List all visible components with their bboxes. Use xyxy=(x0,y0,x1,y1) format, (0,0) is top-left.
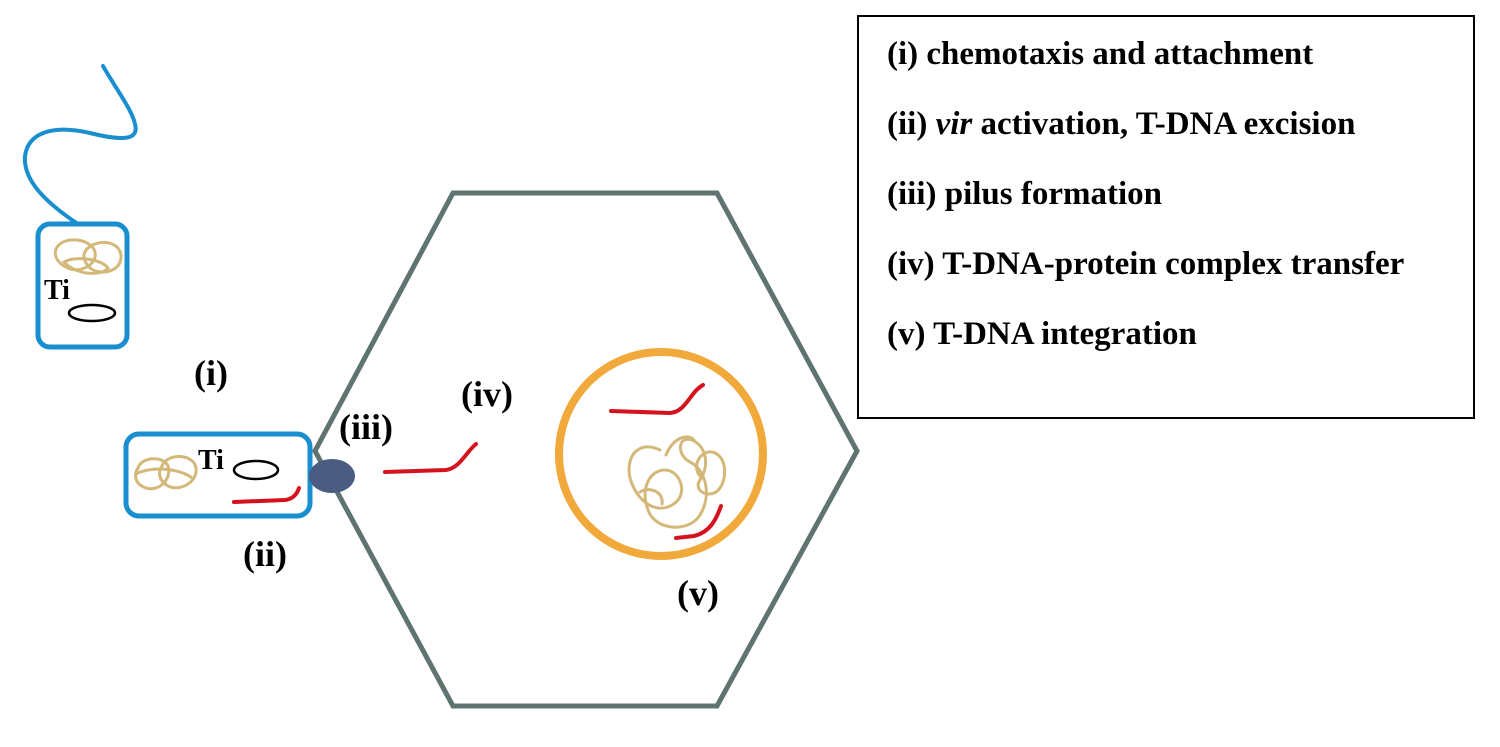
plant-chromosome xyxy=(627,435,727,529)
integrated-t-dna xyxy=(674,504,723,540)
step-label-i: (i) xyxy=(194,353,228,393)
nucleus xyxy=(555,348,767,560)
step-label-ii: (ii) xyxy=(243,534,287,574)
ti-plasmid xyxy=(232,459,280,481)
ti-plasmid xyxy=(67,303,117,323)
ti-plasmid-label: Ti xyxy=(44,275,70,306)
legend-item-i: (i) chemotaxis and attachment xyxy=(887,36,1314,72)
legend-item-v: (v) T-DNA integration xyxy=(887,316,1197,352)
flagellum xyxy=(22,64,138,226)
t-dna-strand xyxy=(232,486,301,504)
t-dna-strand xyxy=(609,383,705,416)
legend-list: (i) chemotaxis and attachment (ii) vir a… xyxy=(859,17,1473,352)
bacterial-chromosome xyxy=(53,238,123,275)
bacterium-cell-wall xyxy=(35,221,130,350)
legend-item-ii: (ii) vir activation, T-DNA excision xyxy=(887,106,1356,142)
attached-bacterium: Ti xyxy=(123,431,313,519)
bacterial-chromosome xyxy=(134,455,198,491)
plant-cell xyxy=(312,190,860,709)
free-bacterium: Ti xyxy=(35,221,130,350)
legend-item-iv: (iv) T-DNA-protein complex transfer xyxy=(887,246,1405,282)
pilus xyxy=(309,459,355,493)
legend-item-iii: (iii) pilus formation xyxy=(887,176,1163,212)
step-label-iii: (iii) xyxy=(339,407,393,447)
ti-plasmid-label: Ti xyxy=(198,445,224,476)
step-label-v: (v) xyxy=(677,573,719,613)
nuclear-envelope xyxy=(555,348,767,560)
legend: (i) chemotaxis and attachment (ii) vir a… xyxy=(857,15,1475,419)
t-dna-complex xyxy=(383,442,478,474)
step-label-iv: (iv) xyxy=(461,374,513,414)
